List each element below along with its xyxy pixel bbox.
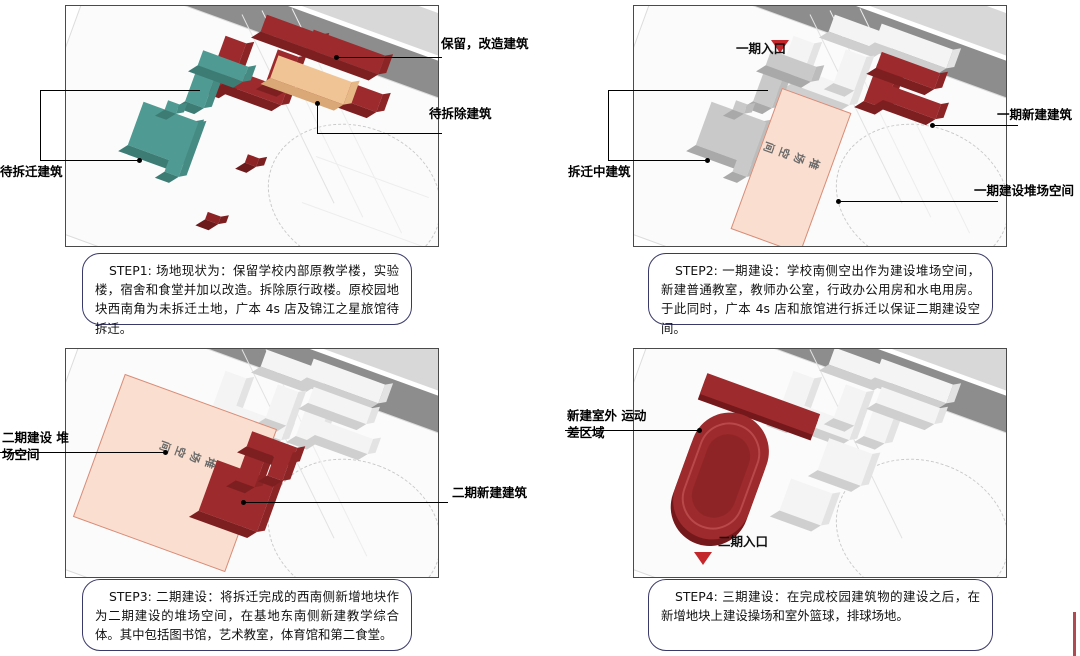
caption-step3: STEP3: 二期建设：将拆迁完成的西南侧新增地块作为二期建设的堆场空间，在基地… — [82, 579, 412, 651]
viewport-step1 — [65, 5, 439, 247]
panel-step1: 待拆迁建筑 保留，改造建筑 待拆除建筑 STEP1: 场地现状为：保留学校内部原… — [0, 0, 540, 336]
leader-dot — [930, 123, 935, 128]
leader-dot — [315, 101, 320, 106]
caption-text: STEP3: 二期建设：将拆迁完成的西南侧新增地块作为二期建设的堆场空间，在基地… — [95, 589, 399, 643]
annotation-retained: 保留，改造建筑 — [441, 36, 529, 51]
leader-dot — [697, 428, 702, 433]
viewport-step3: 堆场空间 — [65, 348, 439, 578]
caption-text: STEP2: 一期建设：学校南侧空出作为建设堆场空间，新建普通教室，教师办公室，… — [661, 263, 980, 336]
leader-line — [336, 57, 442, 58]
panel-step4: 新建室外 运动差区域 二期入口 STEP4: 三期建设：在完成校园建筑物的建设之… — [540, 330, 1080, 656]
annotation-demolish: 待拆除建筑 — [429, 106, 492, 121]
entrance-label-phase1: 一期入口 — [736, 41, 787, 56]
caption-text: STEP1: 场地现状为：保留学校内部原教学楼，实验楼，宿舍和食堂并加以改造。拆… — [95, 263, 399, 336]
caption-step4: STEP4: 三期建设：在完成校园建筑物的建设之后，在新增地块上建设操场和室外篮… — [648, 579, 993, 651]
leader-dot — [241, 500, 246, 505]
leader-line — [0, 452, 167, 453]
leader-line — [317, 103, 318, 133]
annotation-phase1-staging: 一期建设堆场空间 — [974, 183, 1075, 198]
leader-line — [40, 90, 41, 160]
leader-line — [317, 133, 442, 134]
panel-step2: 堆场空间 拆迁中建筑 一期入口 一期新建建筑 一期建设堆场空间 STEP2: 一… — [540, 0, 1080, 336]
leader-line — [243, 502, 448, 503]
annotation-phase2-staging: 二期建设 堆场空间 — [2, 430, 69, 462]
leader-line — [932, 125, 1018, 126]
leader-dot — [137, 158, 142, 163]
scene-step2: 堆场空间 — [634, 6, 1006, 246]
scene-step4 — [634, 349, 1006, 577]
entrance-arrow-icon — [694, 552, 712, 565]
leader-dot — [705, 158, 710, 163]
annotation-relocation: 待拆迁建筑 — [0, 164, 63, 179]
leader-line — [608, 90, 768, 91]
entrance-arrow-icon — [771, 40, 789, 53]
annotation-outdoor-sports: 新建室外 运动差区域 — [567, 408, 647, 440]
leader-line — [838, 201, 998, 202]
page-edge-mark — [1073, 612, 1076, 656]
scene-step1 — [66, 6, 438, 246]
leader-line — [608, 160, 708, 161]
panel-step3: 堆场空间 二期建设 堆场空间 二期新建建筑 STEP3: 二期建设：将拆迁完成的… — [0, 330, 540, 656]
leader-dot — [163, 450, 168, 455]
leader-line — [40, 90, 200, 91]
leader-dot — [334, 55, 339, 60]
caption-step2: STEP2: 一期建设：学校南侧空出作为建设堆场空间，新建普通教室，教师办公室，… — [648, 253, 993, 336]
leader-line — [40, 160, 140, 161]
leader-line — [608, 90, 609, 160]
caption-text: STEP4: 三期建设：在完成校园建筑物的建设之后，在新增地块上建设操场和室外篮… — [661, 589, 980, 624]
leader-dot — [836, 199, 841, 204]
annotation-demolishing: 拆迁中建筑 — [568, 164, 631, 179]
entrance-label-phase2: 二期入口 — [718, 534, 769, 549]
caption-step1: STEP1: 场地现状为：保留学校内部原教学楼，实验楼，宿舍和食堂并加以改造。拆… — [82, 253, 412, 336]
annotation-phase1-new: 一期新建建筑 — [997, 107, 1073, 122]
leader-line — [565, 430, 701, 431]
scene-step3: 堆场空间 — [66, 349, 438, 577]
viewport-step4 — [633, 348, 1007, 578]
viewport-step2: 堆场空间 — [633, 5, 1007, 247]
annotation-phase2-new: 二期新建建筑 — [452, 485, 528, 500]
